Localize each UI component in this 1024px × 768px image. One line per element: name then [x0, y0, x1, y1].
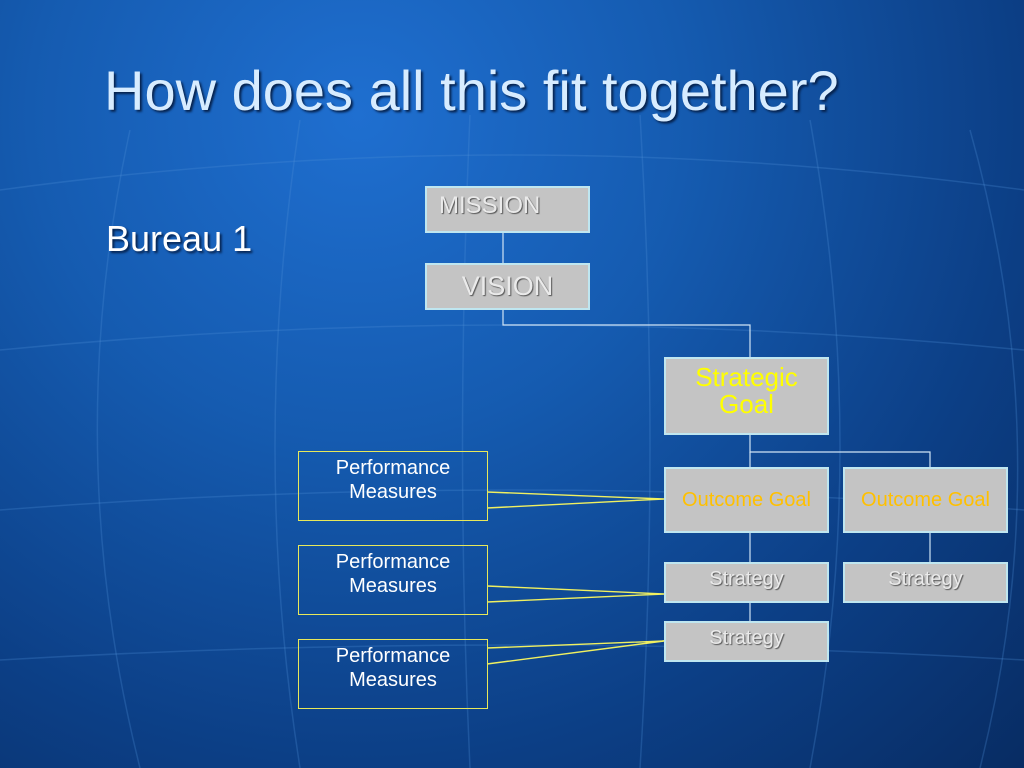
vision-box: VISION: [425, 263, 590, 310]
strategy-box-2: Strategy: [843, 562, 1008, 603]
mission-box: MISSION: [425, 186, 590, 233]
bureau-label: Bureau 1: [106, 218, 253, 259]
strategic-goal-box: Strategic Goal: [664, 357, 829, 435]
measure3-connector: [486, 640, 665, 665]
measure-connectors: [486, 491, 665, 665]
hierarchy-connectors: [502, 233, 931, 621]
strategy-box-3: Strategy: [664, 621, 829, 662]
strategy-box-1: Strategy: [664, 562, 829, 603]
measure1-connector: [486, 491, 665, 509]
performance-measures-box-2: Performance Measures: [298, 545, 488, 615]
measure2-connector: [486, 585, 665, 603]
strategic-outcome-connector: [749, 435, 931, 467]
outcome-goal-box-2: Outcome Goal: [843, 467, 1008, 533]
outcome-goal-box-1: Outcome Goal: [664, 467, 829, 533]
performance-measures-box-1: Performance Measures: [298, 451, 488, 521]
performance-measures-box-3: Performance Measures: [298, 639, 488, 709]
slide-title: How does all this fit together?: [104, 59, 839, 122]
vision-strategic-connector: [502, 310, 751, 357]
